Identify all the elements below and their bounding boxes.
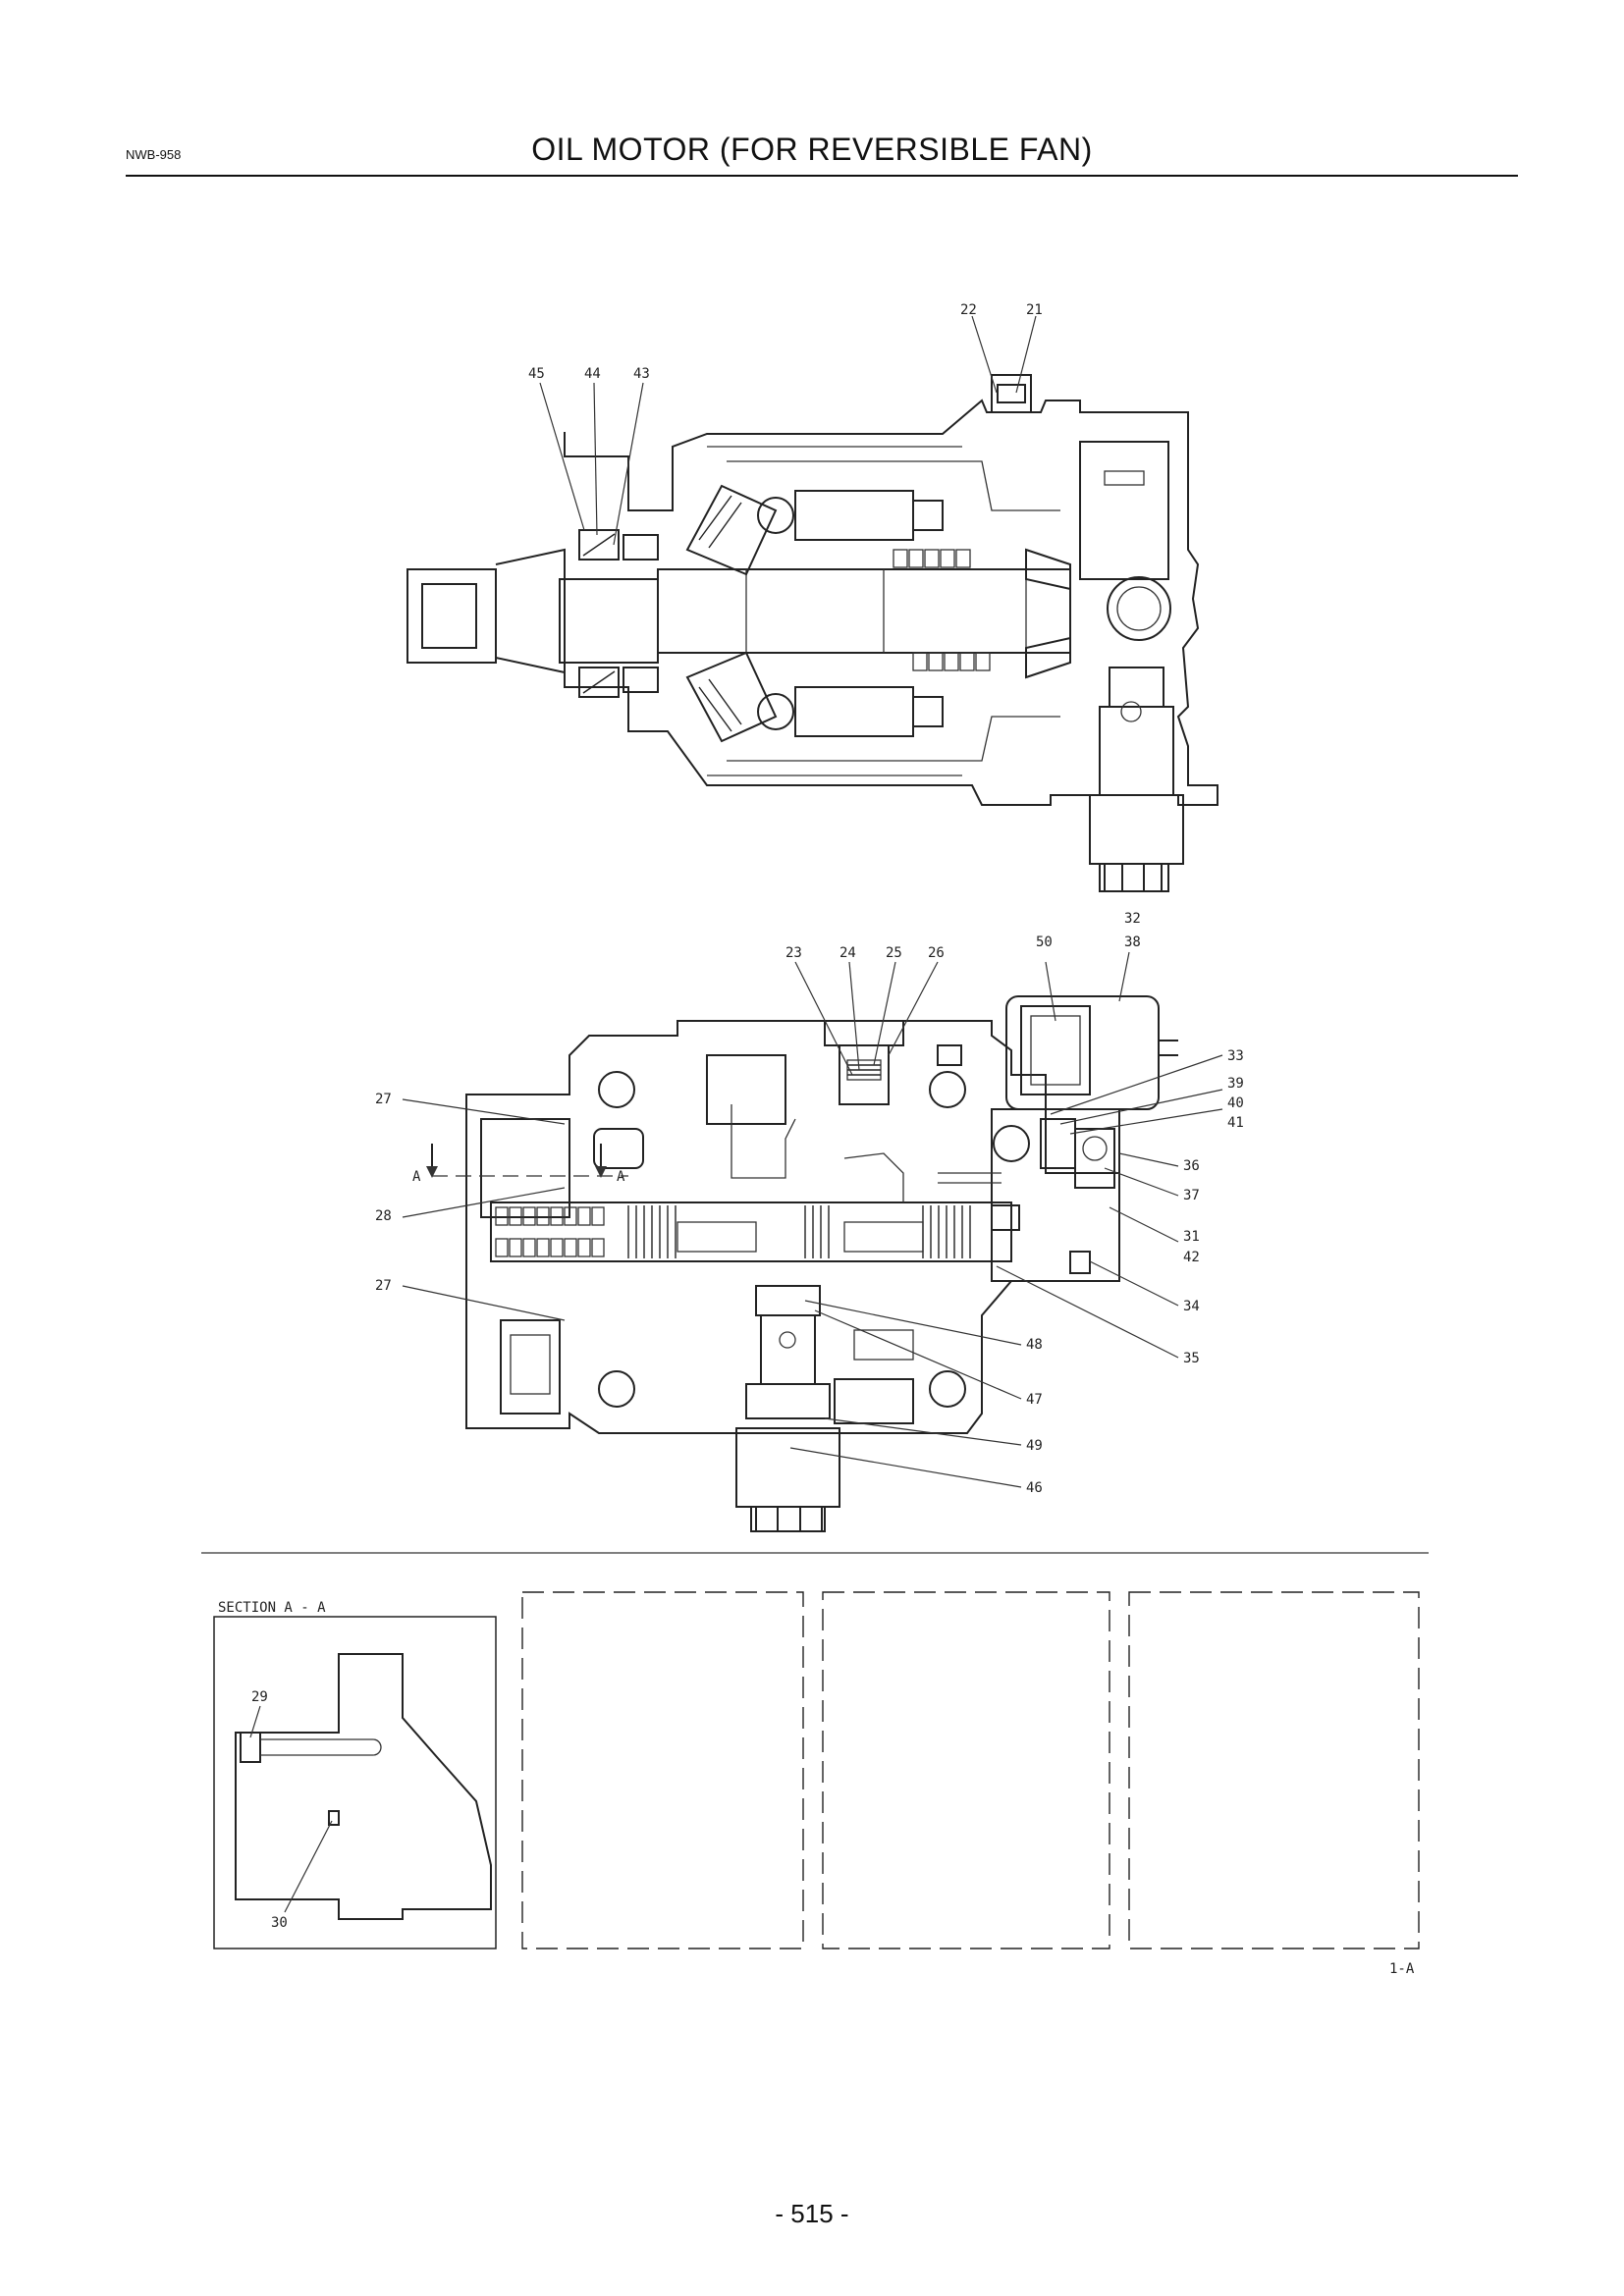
blank-panel-1 xyxy=(521,1591,804,1949)
callout-21: 21 xyxy=(1026,302,1043,318)
exploded-parts-drawing: A A 22 21 45 44 43 32 xyxy=(201,302,1429,1977)
callout-numbers: 22 21 45 44 43 32 38 23 24 25 26 50 33 3… xyxy=(375,302,1244,1496)
callout-30: 30 xyxy=(271,1915,288,1931)
callout-40: 40 xyxy=(1227,1095,1244,1111)
callout-32: 32 xyxy=(1124,911,1141,927)
callout-29: 29 xyxy=(251,1689,268,1705)
callout-31: 31 xyxy=(1183,1229,1200,1245)
motor-assembly-drawing xyxy=(406,374,1218,892)
callout-42: 42 xyxy=(1183,1250,1200,1265)
valve-block-drawing: A A xyxy=(412,995,1178,1532)
callout-28: 28 xyxy=(375,1208,392,1224)
callout-35: 35 xyxy=(1183,1351,1200,1366)
page-title: OIL MOTOR (FOR REVERSIBLE FAN) xyxy=(531,132,1093,167)
callout-41: 41 xyxy=(1227,1115,1244,1131)
callout-leaders xyxy=(402,315,1223,1488)
callout-49: 49 xyxy=(1026,1438,1043,1454)
callout-25: 25 xyxy=(886,945,902,961)
section-a-a-view: SECTION A - A 29 30 xyxy=(213,1600,497,1949)
callout-23: 23 xyxy=(785,945,802,961)
callout-46: 46 xyxy=(1026,1480,1043,1496)
callout-43: 43 xyxy=(633,366,650,382)
section-label: SECTION A - A xyxy=(218,1600,326,1616)
callout-47: 47 xyxy=(1026,1392,1043,1408)
section-marker-right: A xyxy=(617,1169,625,1185)
callout-27-upper: 27 xyxy=(375,1092,392,1107)
callout-44: 44 xyxy=(584,366,601,382)
callout-36: 36 xyxy=(1183,1158,1200,1174)
callout-34: 34 xyxy=(1183,1299,1200,1314)
document-code: NWB-958 xyxy=(126,147,182,162)
callout-38: 38 xyxy=(1124,934,1141,950)
callout-26: 26 xyxy=(928,945,945,961)
callout-22: 22 xyxy=(960,302,977,318)
page-number: - 515 - xyxy=(775,2199,849,2228)
callout-27-lower: 27 xyxy=(375,1278,392,1294)
section-marker-left: A xyxy=(412,1169,421,1185)
callout-24: 24 xyxy=(839,945,856,961)
callout-45: 45 xyxy=(528,366,545,382)
title-rule xyxy=(126,175,1518,177)
blank-panel-2 xyxy=(822,1591,1110,1949)
blank-panel-3 xyxy=(1128,1591,1420,1949)
callout-48: 48 xyxy=(1026,1337,1043,1353)
callout-37: 37 xyxy=(1183,1188,1200,1203)
callout-50: 50 xyxy=(1036,934,1053,950)
callout-33: 33 xyxy=(1227,1048,1244,1064)
figure-reference: 1-A xyxy=(1389,1961,1415,1977)
callout-39: 39 xyxy=(1227,1076,1244,1092)
